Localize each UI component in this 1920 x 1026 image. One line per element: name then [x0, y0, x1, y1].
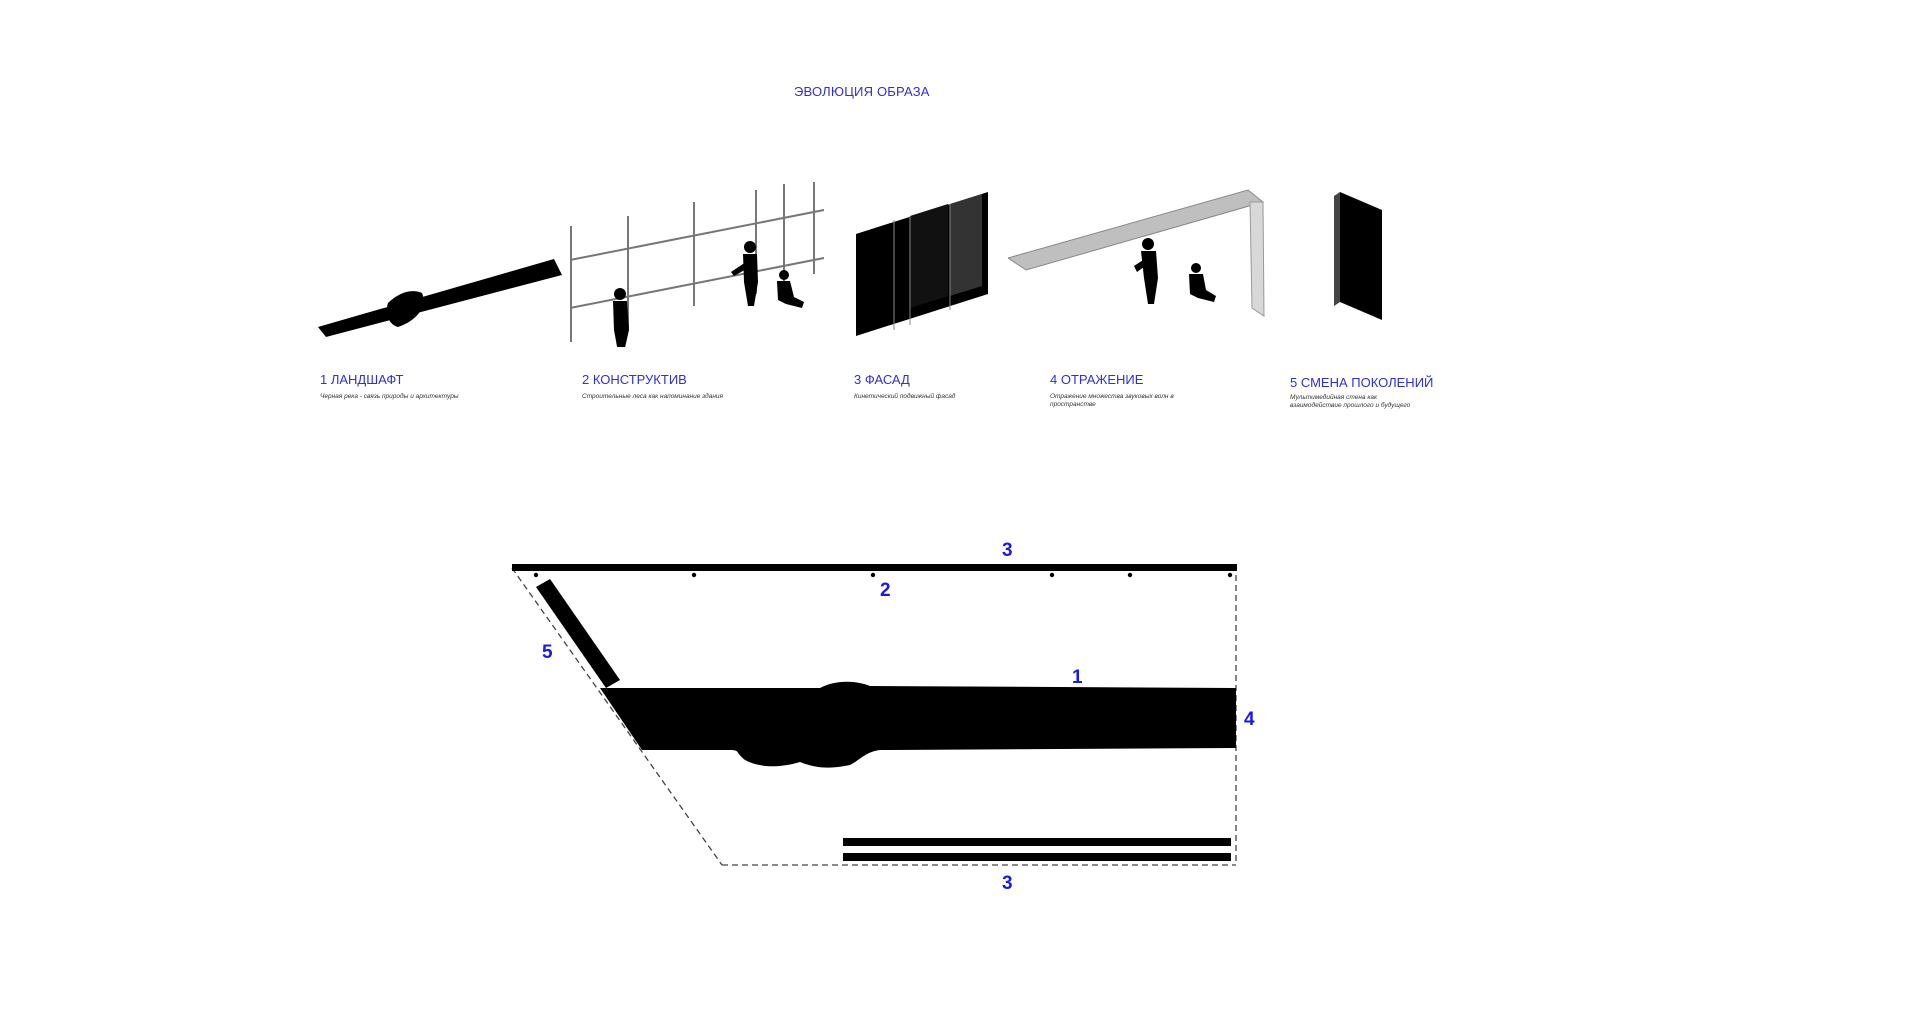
plan-label-bottom-3: 3: [1002, 873, 1013, 894]
stage-5-description: Мультимедийная стена как взаимодействие …: [1290, 394, 1411, 409]
multimedia-wall-icon: [1334, 192, 1382, 320]
plan-label-top-2: 2: [880, 580, 891, 601]
plan-label-top-3: 3: [1002, 540, 1013, 561]
plan-label-left-5: 5: [542, 642, 553, 663]
stage-1-description: Черная река - связь природы и архитектур…: [320, 393, 459, 400]
plan-label-right-4: 4: [1244, 709, 1255, 730]
bottom-facade-bar-2: [843, 853, 1231, 861]
stage-3-description: Кинетический подвижный фасад: [854, 393, 956, 400]
stage-1-title: 1 ЛАНДШАФТ: [320, 372, 404, 387]
page-title: ЭВОЛЮЦИЯ ОБРАЗА: [794, 84, 930, 99]
reflection-icon: [1008, 189, 1265, 317]
bottom-facade-bar-1: [843, 838, 1231, 846]
stage-2-title: 2 КОНСТРУКТИВ: [582, 372, 687, 387]
stage-5-title: 5 СМЕНА ПОКОЛЕНИЙ: [1290, 375, 1434, 390]
landscape-icon: [318, 259, 562, 337]
black-river-plan: [600, 681, 1236, 768]
multimedia-wall-plan: [536, 579, 620, 688]
stage-3-title: 3 ФАСАД: [854, 372, 910, 387]
plan-label-center-1: 1: [1072, 667, 1083, 688]
top-facade-bar: [512, 564, 1237, 571]
stage-2-description: Строительные леса как напоминание здания: [582, 393, 724, 400]
facade-icon: [856, 192, 988, 336]
scaffolding-icon: [569, 182, 825, 347]
stage-4-description: Отражение множества звуковых волн в прос…: [1050, 393, 1174, 408]
scaffolding-points: [533, 572, 1233, 578]
stage-4-title: 4 ОТРАЖЕНИЕ: [1050, 372, 1144, 387]
